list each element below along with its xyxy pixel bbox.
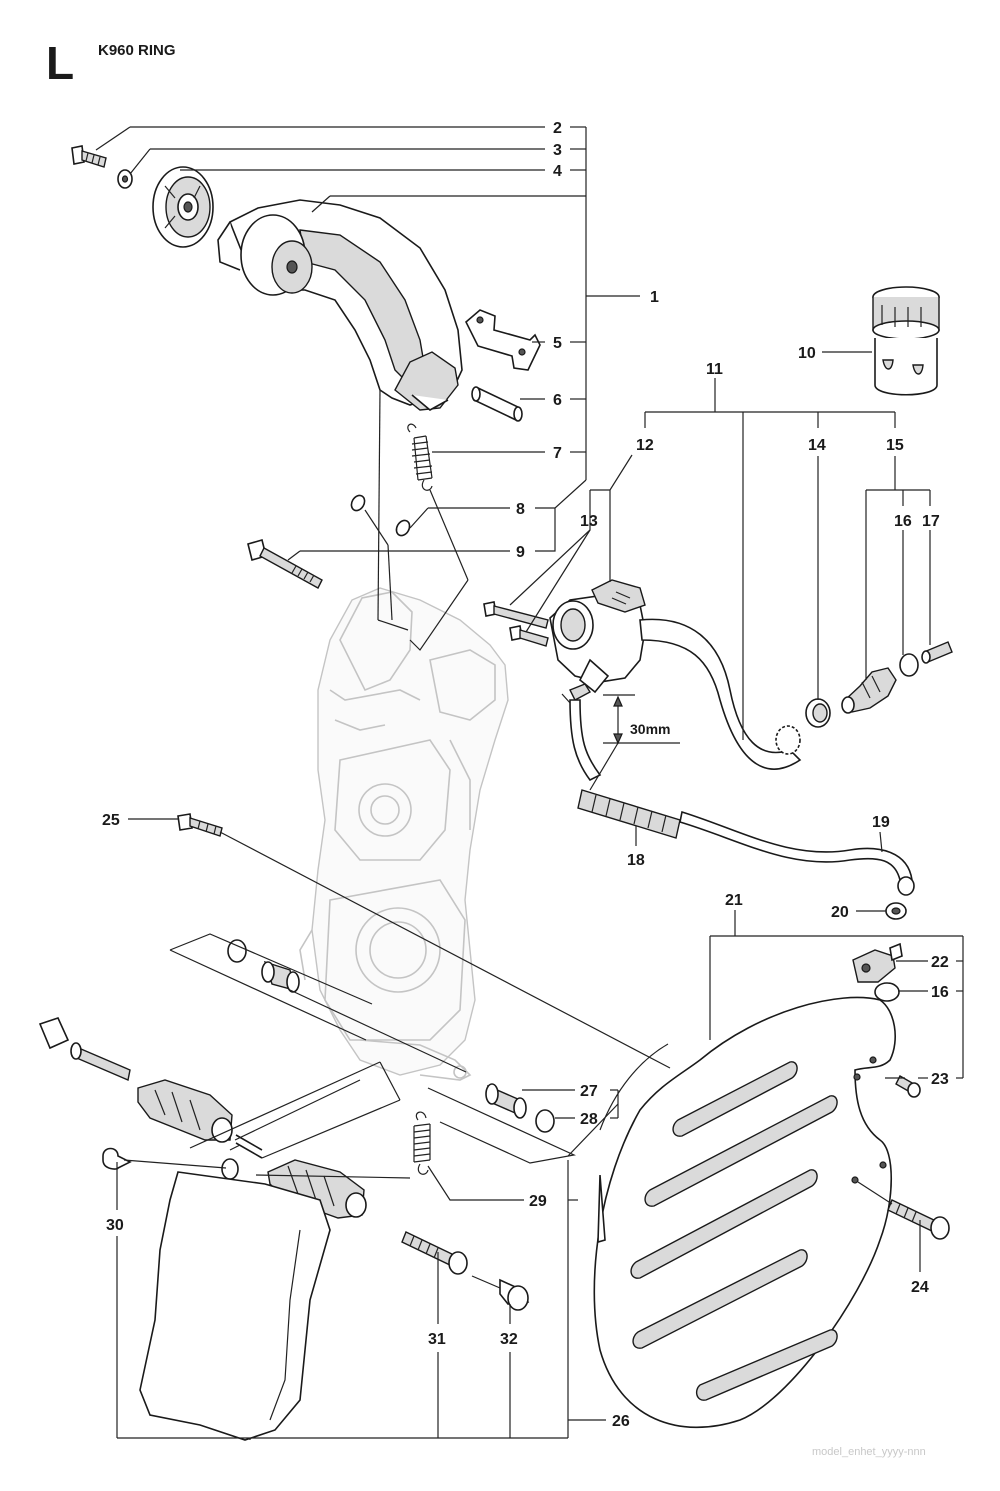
part-19-hose [679, 810, 915, 896]
part-28-oring [535, 1109, 555, 1133]
callout-17: 17 [922, 513, 940, 530]
callout-20: 20 [831, 904, 849, 921]
part-11-hose [639, 618, 802, 770]
callout-2: 2 [553, 120, 562, 137]
callout-18: 18 [627, 852, 645, 869]
part-3-washer [117, 169, 133, 189]
callout-3: 3 [553, 142, 562, 159]
part-31-bolt [401, 1231, 468, 1275]
callout-1: 1 [650, 289, 659, 306]
callout-21: 21 [725, 892, 743, 909]
callout-12: 12 [636, 437, 654, 454]
part-1-guard-arm [217, 199, 463, 411]
part-8-orings [350, 494, 411, 537]
callout-9: 9 [516, 544, 525, 561]
leader-lines [95, 126, 964, 1440]
callout-8: 8 [516, 501, 525, 518]
callout-32: 32 [500, 1331, 518, 1348]
callout-16a: 16 [894, 513, 912, 530]
handle-assembly [38, 1017, 367, 1219]
part-10-coupling [872, 286, 940, 396]
section-letter: L [46, 37, 74, 89]
part-5-bracket [465, 309, 541, 371]
callout-10: 10 [798, 345, 816, 362]
callout-14: 14 [808, 437, 826, 454]
part-9-long-bolt [247, 539, 323, 589]
part-25-bolt [177, 813, 223, 837]
part-16b-oring [874, 982, 900, 1002]
callout-4: 4 [553, 163, 562, 180]
part-7-spring [407, 423, 433, 491]
left-oring-bushing [227, 939, 300, 993]
callout-22: 22 [931, 954, 949, 971]
part-21-blade-guard [593, 996, 896, 1429]
part-14-clamp [805, 698, 831, 728]
callout-5: 5 [553, 335, 562, 352]
part-13-screws [483, 601, 549, 647]
part-20-clamp [885, 902, 907, 920]
callout-19: 19 [872, 814, 890, 831]
part-24-bolt [887, 1199, 950, 1240]
callout-30: 30 [106, 1217, 124, 1234]
part-27-bushing [485, 1083, 527, 1119]
callout-28: 28 [580, 1111, 598, 1128]
part-16-oring [899, 653, 919, 677]
model-title: K960 RING [98, 42, 176, 59]
callout-29: 29 [529, 1193, 547, 1210]
callout-23: 23 [931, 1071, 949, 1088]
callout-31: 31 [428, 1331, 446, 1348]
part-4-pulley [152, 166, 214, 248]
callout-13: 13 [580, 513, 598, 530]
part-2-bolt [71, 145, 107, 168]
callout-26: 26 [612, 1413, 630, 1430]
housing-outline [299, 587, 509, 1081]
callout-7: 7 [553, 445, 562, 462]
callout-labels: 1 2 3 4 5 6 7 8 9 10 11 12 13 14 15 16 1… [102, 120, 949, 1430]
part-6-pin [471, 386, 523, 422]
callout-11: 11 [706, 361, 723, 378]
rubber-flap [139, 1171, 331, 1441]
part-15-nipple [841, 667, 897, 714]
callout-25: 25 [102, 812, 120, 829]
part-32-cap [499, 1278, 530, 1311]
watermark: model_enhet_yyyy-nnn [812, 1446, 926, 1458]
callout-27: 27 [580, 1083, 598, 1100]
part-22-nozzle [852, 942, 903, 983]
callout-16b: 16 [931, 984, 949, 1001]
callout-15: 15 [886, 437, 904, 454]
dimension-label: 30mm [630, 721, 670, 737]
callout-6: 6 [553, 392, 562, 409]
part-12-valve-body [549, 579, 646, 715]
part-23-screw [895, 1075, 921, 1098]
callout-24: 24 [911, 1279, 929, 1296]
part-18-spring-guard [569, 699, 681, 839]
part-17-screw [921, 641, 953, 664]
part-29-spring [413, 1111, 431, 1175]
